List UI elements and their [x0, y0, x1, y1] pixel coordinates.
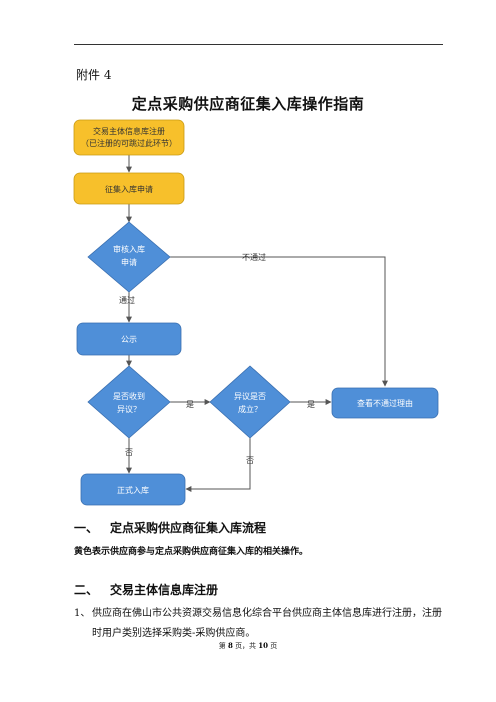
section-1-title: 定点采购供应商征集入库流程	[110, 521, 267, 535]
decision-valid-text-2: 成立？	[238, 404, 262, 414]
flowchart: 交易主体信息库注册 （已注册的可跳过此环节） 征集入库申请 审核入库 申请 公示…	[73, 119, 439, 506]
section-1-heading: 一、定点采购供应商征集入库流程	[74, 519, 266, 536]
decision-review-text-1: 审核入库	[113, 244, 145, 254]
label-no-1: 否	[125, 448, 133, 457]
step-apply-text: 征集入库申请	[105, 184, 153, 194]
step-view-reason	[331, 387, 439, 419]
decision-review	[87, 221, 171, 293]
footer-middle: 页，共	[235, 642, 257, 650]
label-yes-2: 是	[307, 400, 315, 409]
label-pass: 通过	[119, 295, 135, 305]
decision-objection-text-2: 异议？	[117, 405, 141, 414]
step-publicity-text: 公示	[121, 335, 137, 344]
step-register-text-1: 交易主体信息库注册	[93, 126, 165, 136]
decision-valid	[209, 365, 291, 439]
label-no-2: 否	[246, 456, 254, 465]
footer-page-number: 8	[227, 641, 233, 650]
decision-objection-text-1: 是否收到	[113, 391, 145, 401]
footer-suffix: 页	[270, 642, 278, 650]
section-2-number: 二、	[74, 583, 99, 597]
label-not-pass: 不通过	[242, 252, 266, 262]
item-1-text: 供应商在佛山市公共资源交易信息化综合平台供应商主体信息库进行注册，注册时用户类别…	[92, 608, 442, 639]
decision-objection	[87, 365, 171, 439]
section-1-note: 黄色表示供应商参与定点采购供应商征集入库的相关操作。	[74, 547, 309, 557]
document-title: 定点采购供应商征集入库操作指南	[131, 95, 365, 113]
step-publicity	[76, 322, 182, 356]
decision-valid-text-1: 异议是否	[234, 392, 266, 401]
step-apply	[73, 172, 185, 205]
step-register	[73, 119, 185, 156]
section-2-item-1: 1、 供应商在佛山市公共资源交易信息化综合平台供应商主体信息库进行注册，注册时用…	[74, 604, 446, 644]
section-2-title: 交易主体信息库注册	[110, 583, 219, 597]
footer-total-pages: 10	[258, 641, 269, 650]
footer-prefix: 第	[218, 642, 226, 650]
step-storage	[80, 473, 186, 506]
connector-valid-no	[185, 438, 251, 492]
step-register-text-2: （已注册的可跳过此环节）	[81, 138, 177, 148]
item-1-number: 1、	[74, 608, 91, 619]
label-yes-1: 是	[186, 400, 194, 409]
header-rule	[74, 44, 443, 45]
section-2-heading: 二、交易主体信息库注册	[74, 581, 218, 598]
step-storage-text: 正式入库	[117, 485, 149, 495]
page-footer: 第 8 页，共 10 页	[0, 641, 496, 651]
section-1-number: 一、	[74, 521, 99, 535]
step-view-reason-text: 查看不通过理由	[357, 398, 413, 408]
annex-label: 附件 4	[76, 68, 112, 82]
connector-not-pass	[170, 256, 388, 387]
decision-review-text-2: 申请	[121, 257, 137, 267]
